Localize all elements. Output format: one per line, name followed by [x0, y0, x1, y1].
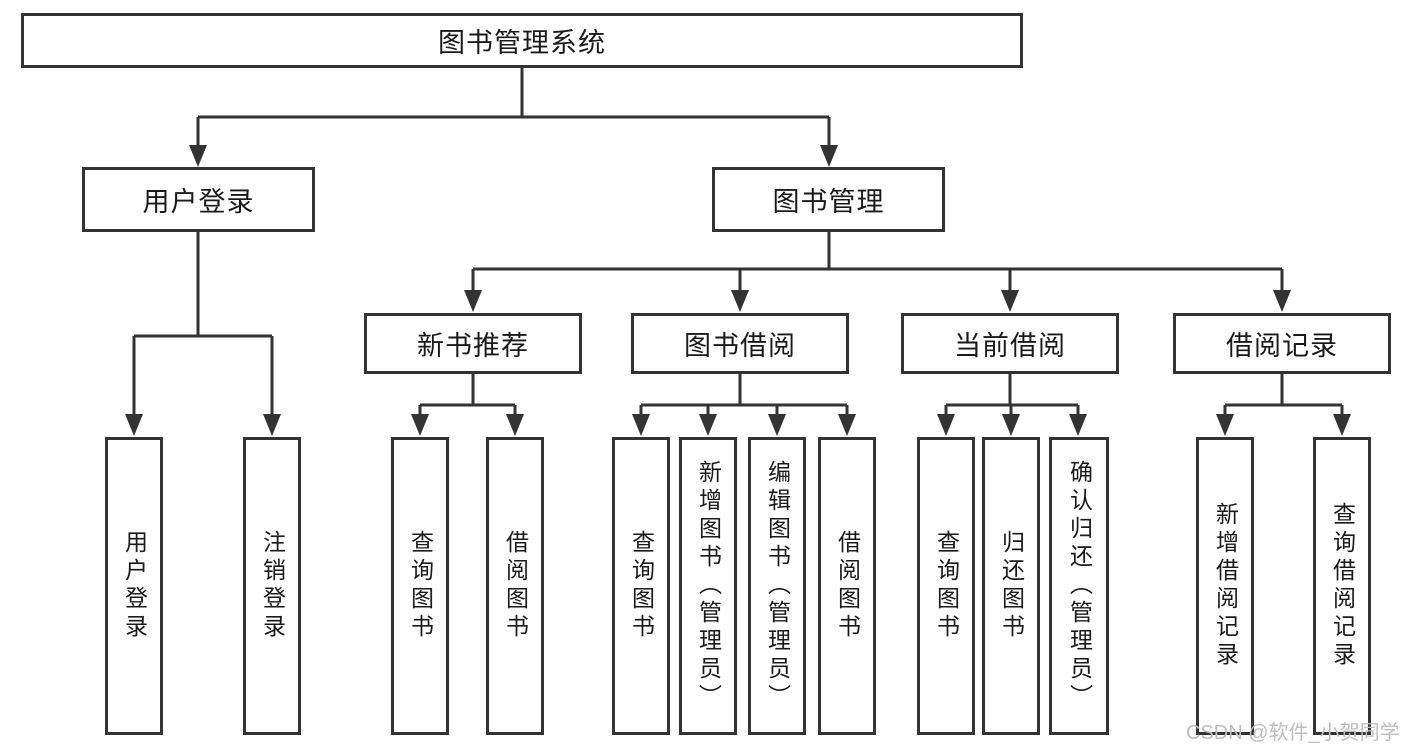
leaf-logout-label: 注销登录: [259, 530, 286, 642]
leaf-return-book-label: 归还图书: [998, 530, 1025, 642]
leaf-add-book-admin: 新增图书（管理员）: [679, 437, 737, 735]
leaf-confirm-return-admin-label: 确认归还（管理员）: [1066, 460, 1093, 712]
leaf-return-book: 归还图书: [982, 437, 1040, 735]
node-current-borrowing: 当前借阅: [901, 313, 1119, 374]
leaf-user-login-label: 用户登录: [121, 530, 148, 642]
leaf-query-books-borrow: 查询图书: [612, 437, 670, 735]
leaf-add-book-admin-label: 新增图书（管理员）: [695, 460, 722, 712]
leaf-add-borrow-record-label: 新增借阅记录: [1212, 502, 1239, 670]
node-user-login: 用户登录: [82, 167, 315, 232]
leaf-borrow-books-borrow-label: 借阅图书: [834, 530, 861, 642]
leaf-query-books-recommend: 查询图书: [391, 437, 449, 735]
node-borrowing-records: 借阅记录: [1173, 313, 1391, 374]
leaf-edit-book-admin: 编辑图书（管理员）: [748, 437, 806, 735]
node-library-management-system: 图书管理系统: [21, 13, 1023, 68]
leaf-user-login: 用户登录: [105, 437, 163, 735]
csdn-watermark: CSDN @软件_小贺同学: [1186, 722, 1400, 744]
leaf-confirm-return-admin: 确认归还（管理员）: [1049, 437, 1109, 735]
leaf-borrow-books-recommend: 借阅图书: [486, 437, 544, 735]
leaf-query-borrow-record-label: 查询借阅记录: [1329, 502, 1356, 670]
node-book-management: 图书管理: [712, 167, 945, 232]
arrowheads: [125, 145, 1351, 436]
leaf-query-books-current: 查询图书: [917, 437, 975, 735]
leaf-logout: 注销登录: [243, 437, 301, 735]
leaf-query-books-current-label: 查询图书: [933, 530, 960, 642]
leaf-query-books-recommend-label: 查询图书: [407, 530, 434, 642]
leaf-add-borrow-record: 新增借阅记录: [1196, 437, 1254, 735]
leaf-borrow-books-borrow: 借阅图书: [818, 437, 876, 735]
leaf-query-books-borrow-label: 查询图书: [628, 530, 655, 642]
leaf-edit-book-admin-label: 编辑图书（管理员）: [764, 460, 791, 712]
node-new-book-recommendation: 新书推荐: [364, 313, 582, 374]
leaf-borrow-books-recommend-label: 借阅图书: [502, 530, 529, 642]
leaf-query-borrow-record: 查询借阅记录: [1313, 437, 1371, 735]
node-book-borrowing: 图书借阅: [631, 313, 849, 374]
